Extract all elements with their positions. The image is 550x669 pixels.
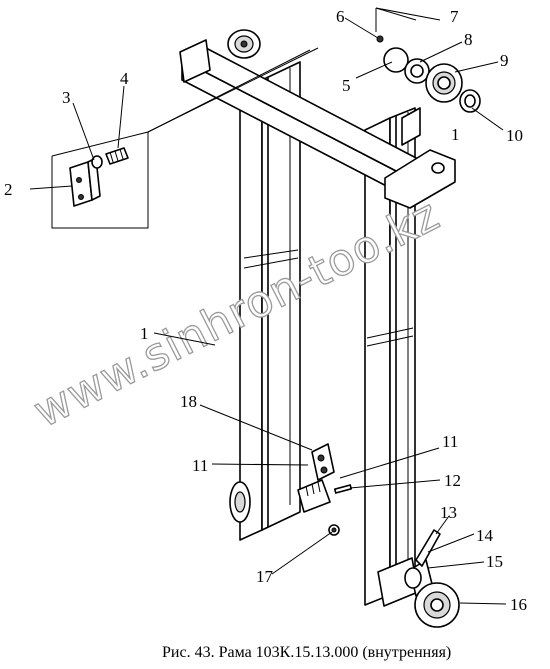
figure-caption: Рис. 43. Рама 103К.15.13.000 (внутренняя… — [162, 644, 451, 661]
callout-3: 3 — [62, 88, 71, 107]
leader-lines — [29, 7, 507, 605]
callout-1-right: 1 — [451, 125, 460, 144]
callout-10: 10 — [506, 126, 523, 145]
callout-2: 2 — [4, 180, 13, 199]
callout-13: 13 — [440, 503, 457, 522]
middle-bracket — [297, 443, 353, 513]
right-upright — [364, 107, 416, 606]
callout-8: 8 — [464, 30, 473, 49]
top-crossbeam — [179, 39, 456, 209]
callout-11-left: 11 — [192, 456, 208, 475]
top-sheave — [227, 29, 261, 59]
callout-12: 12 — [444, 471, 461, 490]
left-upright — [239, 61, 301, 541]
callout-9: 9 — [500, 51, 509, 70]
callout-6: 6 — [336, 7, 345, 26]
chain-anchor-detail — [51, 47, 319, 229]
callout-14: 14 — [476, 526, 494, 545]
callout-16: 16 — [510, 595, 527, 614]
callout-5: 5 — [342, 76, 351, 95]
callout-11-right: 11 — [442, 432, 458, 451]
bottom-parts — [229, 481, 460, 628]
roller-assembly — [376, 35, 481, 146]
callout-7: 7 — [450, 7, 459, 26]
callout-1: 1 — [140, 324, 149, 343]
callout-18: 18 — [180, 392, 197, 411]
callout-numbers: 1 2 3 4 5 6 7 8 9 10 11 11 12 13 14 15 1… — [4, 7, 527, 614]
callout-4: 4 — [120, 69, 129, 88]
callout-17: 17 — [256, 567, 274, 586]
callout-15: 15 — [486, 552, 503, 571]
